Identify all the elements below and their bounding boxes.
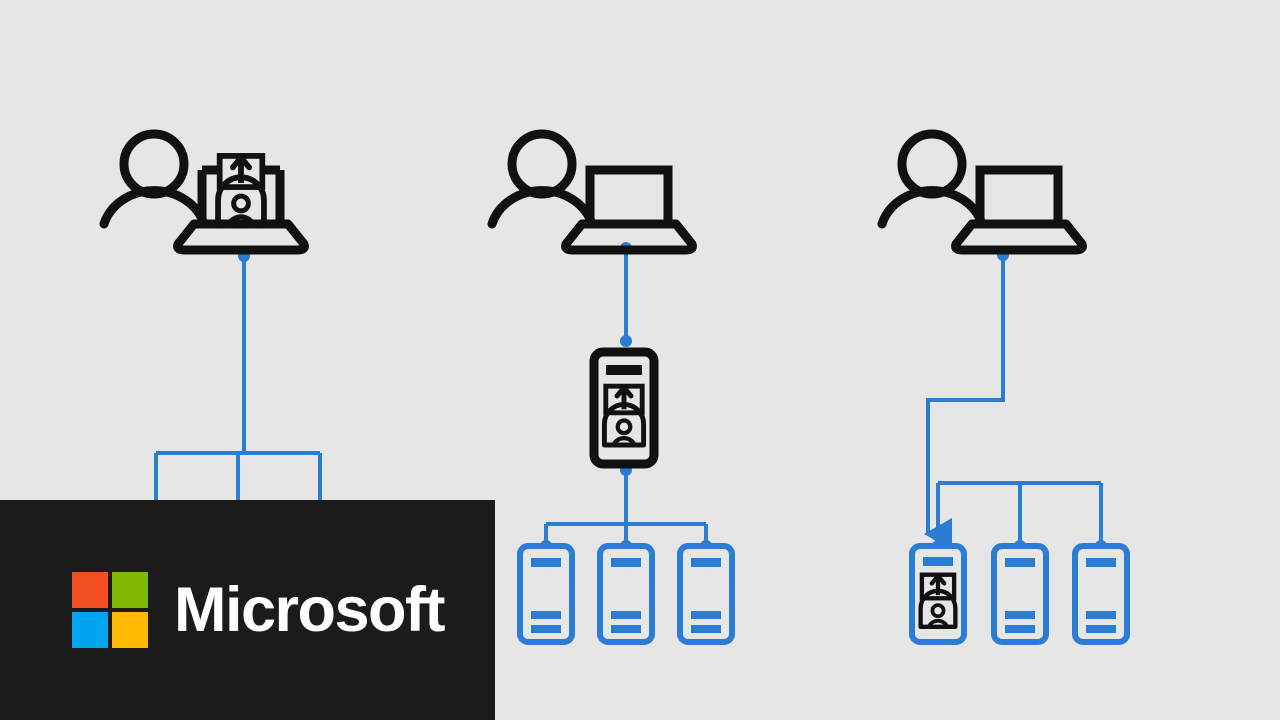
group-1-connectors [154,250,322,510]
logo-square-blue [72,612,108,648]
server-node[interactable] [994,546,1046,642]
appliance-node-group-2[interactable] [594,352,654,464]
server-node[interactable] [600,546,652,642]
microsoft-logo-icon [72,572,148,648]
server-icon [1075,546,1127,642]
server-icon [680,546,732,642]
user-node-group-2[interactable] [492,134,692,250]
connector-elbow-arrow [924,255,1005,550]
server-node[interactable] [1075,546,1127,642]
person-with-laptop-icon [492,134,692,250]
server-node-with-agent[interactable] [912,546,964,642]
server-node[interactable] [520,546,572,642]
server-icon [520,546,572,642]
server-icon [600,546,652,642]
microsoft-brand-panel: Microsoft [0,500,495,720]
person-with-laptop-icon [882,134,1082,250]
server-node[interactable] [680,546,732,642]
person-with-laptop-upload-icon [104,134,304,250]
connector-dot [620,335,632,347]
server-upload-identity-icon [912,546,964,642]
appliance-upload-identity-icon [594,352,654,464]
user-node-group-1[interactable] [104,134,304,250]
logo-square-yellow [112,612,148,648]
group-3-connectors [924,249,1107,552]
user-node-group-3[interactable] [882,134,1082,250]
logo-square-green [112,572,148,608]
server-icon [994,546,1046,642]
microsoft-wordmark: Microsoft [174,574,446,645]
logo-square-red [72,572,108,608]
